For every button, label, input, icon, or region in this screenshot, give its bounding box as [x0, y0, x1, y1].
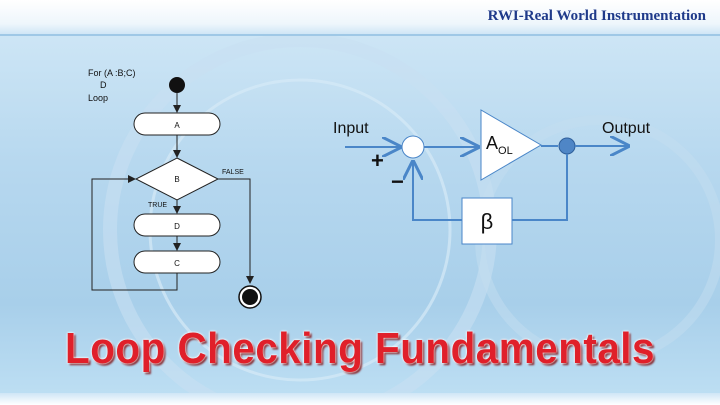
brand-title: RWI-Real World Instrumentation: [487, 8, 706, 24]
amplifier-triangle: [480, 109, 542, 181]
output-node: [558, 137, 576, 155]
slide-title: Loop Checking Fundamentals: [65, 324, 655, 373]
process-box-a-label: A: [174, 121, 180, 130]
start-node: [169, 77, 185, 93]
flowchart-heading-line-1: For (A :B;C): [88, 68, 136, 78]
false-branch-label: FALSE: [222, 169, 244, 176]
process-box-d-label: D: [174, 222, 180, 231]
beta-block: [461, 197, 513, 245]
feedback-path: [413, 162, 462, 221]
input-label: Input: [333, 120, 369, 137]
decision-label-b: B: [174, 175, 179, 184]
output-label: Output: [602, 120, 651, 137]
summing-junction: [401, 135, 425, 159]
minus-sign: −: [391, 169, 404, 194]
header-bar: RWI-Real World Instrumentation: [0, 0, 720, 36]
plus-sign: +: [371, 148, 384, 173]
footer-bar: [0, 393, 720, 405]
flowchart-heading-line-2: D: [100, 80, 107, 90]
flowchart-heading-line-3: Loop: [88, 93, 108, 103]
amplifier-label: AOL: [486, 133, 513, 157]
beta-label: β: [481, 209, 494, 234]
process-box-c-label: C: [174, 259, 180, 268]
true-branch-label: TRUE: [148, 202, 167, 209]
